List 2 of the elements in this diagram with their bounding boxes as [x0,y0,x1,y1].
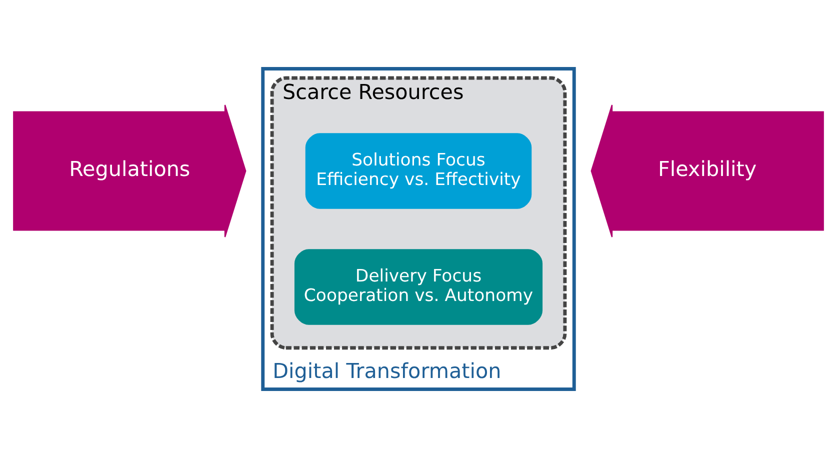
node-box: Delivery Focus Cooperation vs. Autonomy [294,249,543,325]
node-box: Solutions Focus Efficiency vs. Effectivity [305,133,532,209]
